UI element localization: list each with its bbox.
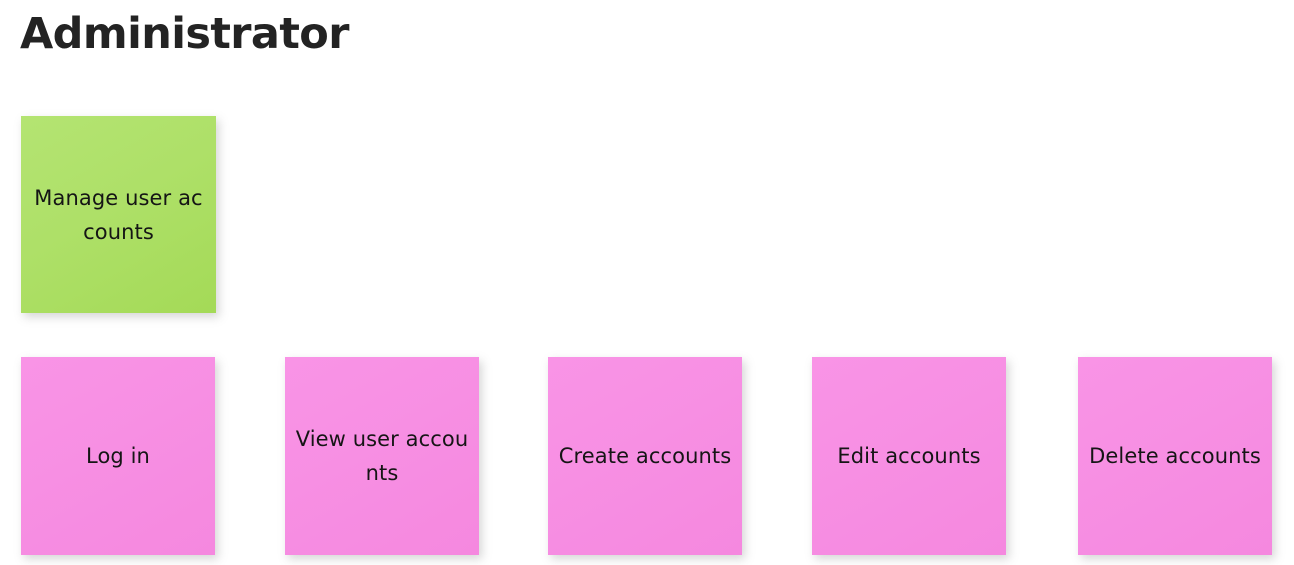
sticky-note-edit-accounts[interactable]: Edit accounts (812, 357, 1006, 555)
sticky-note-label: View user accounts (295, 427, 469, 485)
sticky-note-create-accounts[interactable]: Create accounts (548, 357, 742, 555)
sticky-note-label: Create accounts (558, 444, 732, 468)
sticky-note-delete-accounts[interactable]: Delete accounts (1078, 357, 1272, 555)
sticky-note-log-in[interactable]: Log in (21, 357, 215, 555)
sticky-note-label: Delete accounts (1089, 444, 1261, 468)
sticky-note-label: Edit accounts (837, 444, 981, 468)
sticky-note-view-user-accounts[interactable]: View user accounts (285, 357, 479, 555)
page-title: Administrator (20, 9, 349, 59)
sticky-note-label: Log in (86, 444, 150, 468)
sticky-note-manage-user-accounts[interactable]: Manage user accounts (21, 116, 216, 313)
sticky-note-label: Manage user accounts (34, 185, 203, 244)
